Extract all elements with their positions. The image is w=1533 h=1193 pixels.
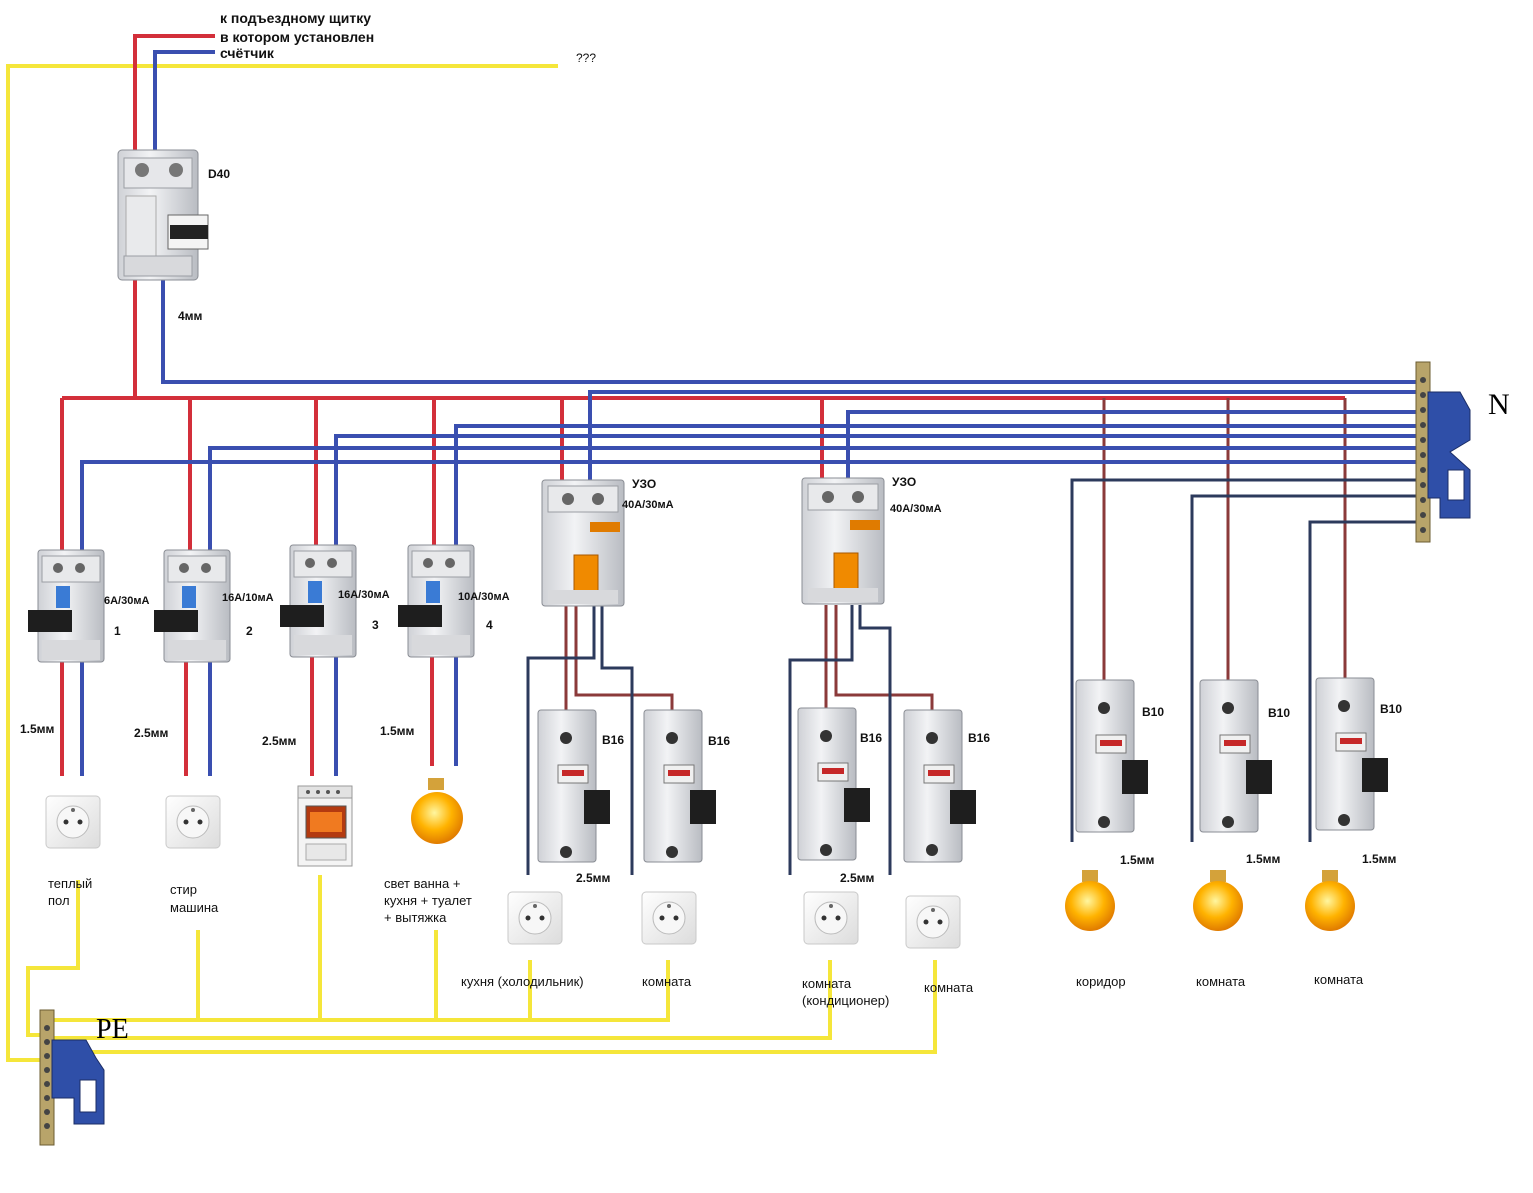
- b16-breaker-3-rating: B16: [860, 731, 882, 745]
- b16-breaker-2-rating: B16: [708, 734, 730, 748]
- supply-line-3: счётчик: [220, 45, 275, 61]
- unknown-wire-label: ???: [576, 51, 596, 65]
- earth-busbar-label: PE: [96, 1014, 129, 1045]
- supply-line-2: в котором установлен: [220, 29, 374, 45]
- b16-breaker-4: [903, 709, 976, 863]
- supply-wires: [133, 34, 1420, 398]
- load-room-ac-line-1: комната: [802, 976, 852, 991]
- main-breaker-rating: D40: [208, 167, 230, 181]
- diff-breaker-1-wire: 1.5мм: [20, 722, 55, 736]
- b10-breaker-2: [1199, 679, 1272, 833]
- diff-breaker-2-number: 2: [246, 624, 253, 638]
- load-2-line-2: машина: [170, 900, 219, 915]
- lamp-icon-room-1: [1193, 870, 1243, 931]
- diff-breaker-4: [398, 544, 475, 658]
- load-2-line-1: стир: [170, 882, 197, 897]
- rcd-1-title: УЗО: [632, 477, 656, 491]
- supply-line-1: к подъездному щитку: [220, 10, 371, 26]
- rcd-1: [541, 479, 625, 607]
- load-room-light-2: комната: [1314, 972, 1364, 987]
- lamp-icon-room-2: [1305, 870, 1355, 931]
- diff-breaker-3-rating: 16А/30мА: [338, 589, 390, 601]
- load-4-line-2: кухня + туалет: [384, 893, 472, 908]
- load-4-line-3: + вытяжка: [384, 910, 447, 925]
- socket-washing-machine: [165, 795, 221, 849]
- load-kitchen-fridge: кухня (холодильник): [461, 974, 584, 989]
- rcd-2-rating: 40А/30мА: [890, 503, 942, 515]
- neutral-bus: [80, 390, 1420, 550]
- load-room-1: комната: [642, 974, 692, 989]
- socket-room-2: [905, 895, 961, 949]
- b10-breaker-1-rating: B10: [1142, 705, 1164, 719]
- lamp-icon-corridor: [1065, 870, 1115, 931]
- diff-breaker-3-number: 3: [372, 618, 379, 632]
- load-room-2: комната: [924, 980, 974, 995]
- earth-busbar: [39, 1009, 105, 1146]
- b16-breaker-3: [797, 707, 870, 861]
- lighting-phase: [1102, 398, 1347, 685]
- rcd-2-wire: 2.5мм: [840, 871, 875, 885]
- socket-warm-floor: [45, 795, 101, 849]
- neutral-busbar-label: N: [1488, 388, 1510, 421]
- diff-breaker-1-rating: 6А/30мА: [104, 595, 149, 607]
- lighting-1-wire: 1.5мм: [1120, 853, 1155, 867]
- socket-room-ac: [803, 891, 859, 945]
- b10-breaker-2-rating: B10: [1268, 706, 1290, 720]
- load-1-line-1: теплый: [48, 876, 92, 891]
- diff-breaker-3: [280, 544, 357, 658]
- b16-breaker-1-rating: B16: [602, 733, 624, 747]
- lamp-icon-bathroom: [411, 778, 463, 844]
- main-breaker: [117, 149, 209, 281]
- diff-breaker-2-rating: 16А/10мА: [222, 592, 274, 604]
- load-room-ac-line-2: (кондиционер): [802, 993, 889, 1008]
- lighting-2-wire: 1.5мм: [1246, 852, 1281, 866]
- diff-breaker-4-wire: 1.5мм: [380, 724, 415, 738]
- lighting-3-wire: 1.5мм: [1362, 852, 1397, 866]
- supply-labels: к подъездному щитку в котором установлен…: [220, 10, 596, 65]
- b16-breaker-1: [537, 709, 610, 863]
- rcd-1-wire: 2.5мм: [576, 871, 611, 885]
- load-1-line-2: пол: [48, 893, 70, 908]
- socket-kitchen-fridge: [507, 891, 563, 945]
- diff-breaker-1: [28, 549, 105, 663]
- rcd-2: [801, 477, 885, 605]
- load-4-line-1: свет ванна +: [384, 876, 460, 891]
- diff-breaker-2-wire: 2.5мм: [134, 726, 169, 740]
- load-room-light-1: комната: [1196, 974, 1246, 989]
- diff-breaker-2: [154, 549, 231, 663]
- b16-breaker-4-rating: B16: [968, 731, 990, 745]
- rcd-2-title: УЗО: [892, 475, 916, 489]
- main-breaker-wire: 4мм: [178, 309, 203, 323]
- diff-breaker-4-rating: 10А/30мА: [458, 591, 510, 603]
- rcd-outgoing-wires: [526, 605, 934, 875]
- socket-room-1: [641, 891, 697, 945]
- b10-breaker-1: [1075, 679, 1148, 833]
- diff-breaker-1-number: 1: [114, 624, 121, 638]
- diff-breaker-3-wire: 2.5мм: [262, 734, 297, 748]
- load-corridor: коридор: [1076, 974, 1126, 989]
- neutral-busbar: [1415, 361, 1471, 543]
- stove-icon: [297, 785, 353, 867]
- b10-breaker-3: [1315, 677, 1388, 831]
- b10-breaker-3-rating: B10: [1380, 702, 1402, 716]
- rcd-1-rating: 40А/30мА: [622, 499, 674, 511]
- b16-breaker-2: [643, 709, 716, 863]
- circuit-wires: [60, 655, 458, 776]
- earth-wires: [6, 64, 937, 1062]
- diff-breaker-4-number: 4: [486, 618, 493, 632]
- lighting-neutral: [1070, 478, 1420, 842]
- phase-bus: [60, 396, 1345, 550]
